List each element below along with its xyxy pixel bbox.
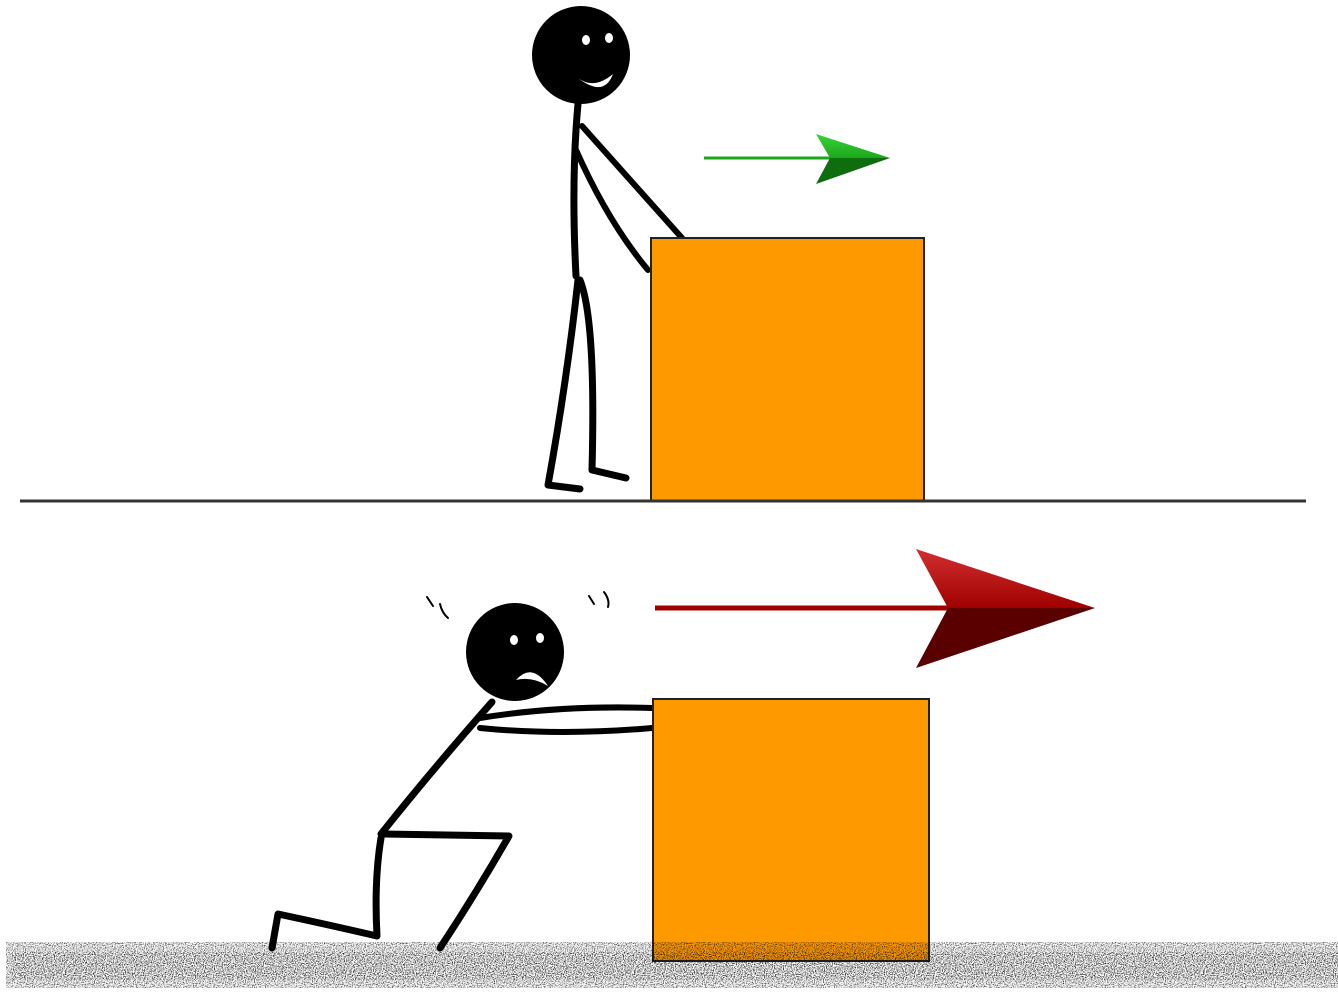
kneeling-person-icon: [272, 603, 652, 948]
bottom-panel-rough-surface: [6, 549, 1338, 988]
small-force-arrow-icon: [704, 134, 890, 184]
top-panel-smooth-surface: [20, 6, 1306, 501]
large-force-arrow-icon: [655, 549, 1095, 668]
head-icon: [466, 603, 564, 701]
rough-surface-texture: [6, 942, 1338, 988]
head-icon: [532, 6, 630, 104]
box-bottom: [653, 699, 929, 961]
box-top: [651, 238, 924, 501]
